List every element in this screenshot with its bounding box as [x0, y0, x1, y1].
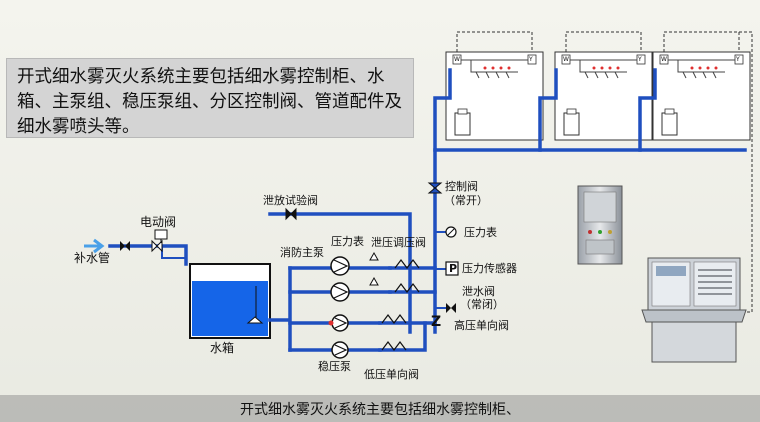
intro-box: 开式细水雾灭火系统主要包括细水雾控制柜、水箱、主泵组、稳压泵组、分区控制阀、管道… — [6, 58, 414, 138]
label-normally-open: （常开） — [444, 194, 488, 207]
control-console — [641, 257, 747, 363]
pump-4 — [331, 341, 349, 359]
riser-pressure-gauge-icon — [445, 226, 457, 238]
electric-valve-icon — [120, 229, 168, 253]
pump-gauges — [369, 251, 379, 286]
zone-box-3 — [652, 51, 751, 141]
label-electric-valve: 电动阀 — [140, 215, 177, 229]
zone1-right-letter: Y — [529, 56, 533, 63]
control-valve-icon — [427, 182, 443, 194]
label-water-tank: 水箱 — [210, 341, 235, 355]
zone3-left-letter: W — [661, 56, 667, 63]
drain-test-valve — [285, 207, 297, 221]
label-jockey-pump: 稳压泵 — [318, 360, 351, 373]
pressure-sensor-icon — [445, 261, 459, 276]
label-low-pressure-check: 低压单向阀 — [364, 368, 419, 381]
zone2-left-letter: W — [563, 56, 569, 63]
label-pressure-sensor: 压力传感器 — [462, 262, 517, 275]
subtitle-text: 开式细水雾灭火系统主要包括细水雾控制柜、 — [240, 402, 520, 418]
signal-lines-top — [456, 31, 753, 313]
label-fire-main-pump: 消防主泵 — [280, 246, 324, 259]
zone-box-2 — [554, 51, 653, 141]
label-relief-valve: 泄压调压阀 — [371, 236, 426, 249]
label-drain-test-valve: 泄放试验阀 — [263, 194, 318, 207]
zone3-right-letter: Y — [736, 56, 740, 63]
label-check-glyph: Z — [431, 314, 442, 330]
label-normally-closed: （常闭） — [460, 298, 504, 311]
water-tank — [189, 263, 271, 339]
label-pressure-gauge: 压力表 — [464, 226, 497, 239]
relief-valves — [381, 259, 420, 351]
pump-1 — [330, 256, 350, 276]
control-cabinet — [577, 185, 623, 265]
pipe-network — [108, 68, 747, 352]
subtitle-bar: 开式细水雾灭火系统主要包括细水雾控制柜、 — [0, 395, 760, 422]
zone-box-1 — [445, 51, 544, 141]
label-control-valve: 控制阀 — [445, 180, 478, 193]
intro-text: 开式细水雾灭火系统主要包括细水雾控制柜、水箱、主泵组、稳压泵组、分区控制阀、管道… — [17, 67, 402, 137]
label-high-pressure-check: 高压单向阀 — [454, 319, 509, 332]
label-drain-valve: 泄水阀 — [462, 285, 495, 298]
pump-2 — [330, 282, 350, 302]
zone1-left-letter: W — [454, 56, 460, 63]
zone2-right-letter: Y — [638, 56, 642, 63]
label-sensor-glyph: P — [449, 262, 458, 275]
pump-3 — [328, 314, 349, 332]
inlet-arrow-icon — [84, 238, 105, 254]
label-pump-pressure-gauge: 压力表 — [331, 235, 364, 248]
drain-valve-icon — [446, 303, 456, 313]
label-makeup-pipe: 补水管 — [74, 251, 111, 265]
